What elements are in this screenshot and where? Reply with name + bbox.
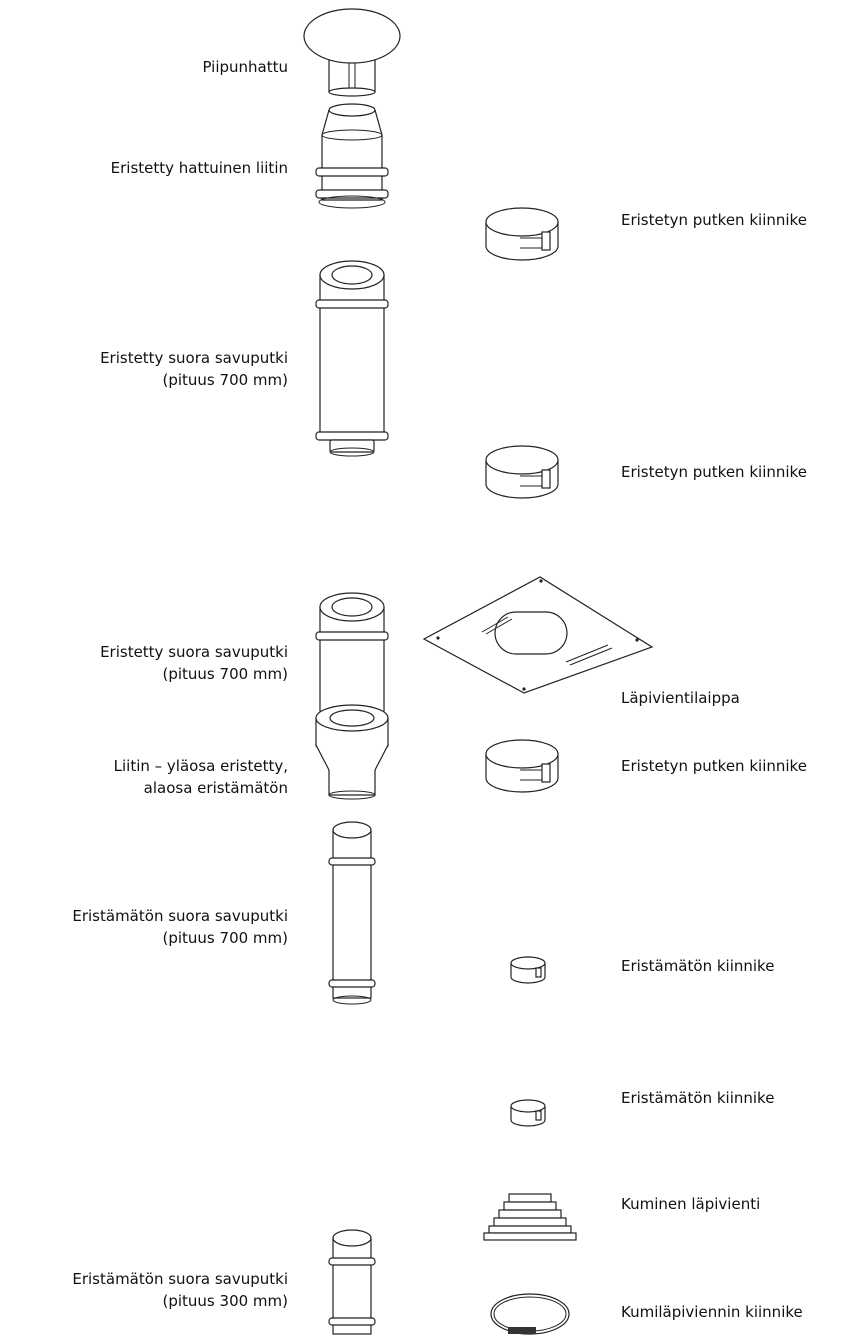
label-uninsulated-bracket-2: Eristämätön kiinnike (621, 1089, 775, 1107)
label-rubber-boot-clamp: Kumiläpiviennin kiinnike (621, 1303, 803, 1321)
label-insulated-bracket-1: Eristetyn putken kiinnike (621, 211, 807, 229)
label-uninsulated-pipe-300: Eristämätön suora savuputki (pituus 300 … (72, 1270, 288, 1310)
label-chimney-cap: Piipunhattu (202, 58, 288, 76)
chimney-cap-drawing (303, 8, 401, 97)
label-insulated-bracket-2: Eristetyn putken kiinnike (621, 463, 807, 481)
rubber-boot-clamp-drawing (490, 1293, 570, 1335)
insulated-bracket-3-drawing (485, 739, 559, 793)
uninsulated-pipe-700-drawing (328, 821, 376, 1005)
uninsulated-pipe-300-drawing (328, 1229, 376, 1335)
flashing-plate-drawing (422, 576, 654, 694)
insulated-pipe-1-drawing (315, 260, 389, 457)
label-insulated-bracket-3: Eristetyn putken kiinnike (621, 757, 807, 775)
rubber-boot-drawing (483, 1193, 577, 1241)
label-insulated-pipe-1: Eristetty suora savuputki (pituus 700 mm… (100, 349, 288, 389)
insulated-bracket-1-drawing (485, 207, 559, 261)
uninsulated-bracket-2-drawing (510, 1099, 546, 1127)
label-transition-connector: Liitin – yläosa eristetty, alaosa eristä… (113, 757, 288, 797)
label-uninsulated-bracket-1: Eristämätön kiinnike (621, 957, 775, 975)
label-uninsulated-pipe-700: Eristämätön suora savuputki (pituus 700 … (72, 907, 288, 947)
insulated-cap-connector-drawing (315, 103, 389, 209)
label-flashing-plate: Läpivientilaippa (621, 689, 740, 707)
label-insulated-pipe-2: Eristetty suora savuputki (pituus 700 mm… (100, 643, 288, 683)
transition-connector-drawing (315, 704, 389, 800)
insulated-bracket-2-drawing (485, 445, 559, 499)
label-insulated-cap-connector: Eristetty hattuinen liitin (110, 159, 288, 177)
uninsulated-bracket-1-drawing (510, 956, 546, 984)
label-rubber-boot: Kuminen läpivienti (621, 1195, 761, 1213)
